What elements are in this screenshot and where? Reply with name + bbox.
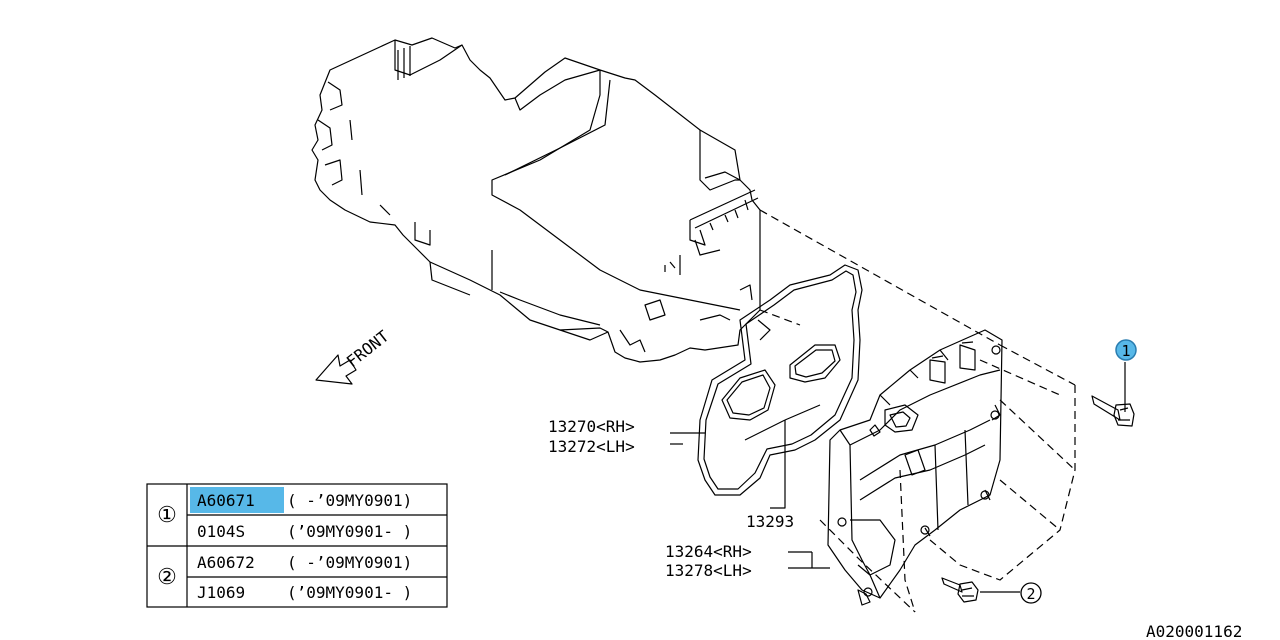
bolt-1-icon [1091,395,1135,427]
valve-cover [827,329,1003,606]
front-label: FRONT [343,326,393,371]
table-row-range: (’09MY0901- ) [287,583,412,602]
part-label-13270[interactable]: 13270<RH> [548,417,635,436]
table-row-range: ( -’09MY0901) [287,491,412,510]
ref-2-callout[interactable] [1020,582,1042,604]
part-label-13293[interactable]: 13293 [746,512,794,531]
ref-2-callout-label: 2 [1026,585,1035,603]
part-label-13278[interactable]: 13278<LH> [665,561,752,580]
valve-cover-gasket [697,264,863,496]
table-row-part[interactable]: A60671 [197,491,255,510]
alignment-lines [759,209,1076,613]
diagram-id: A020001162 [1146,622,1242,640]
front-arrow [315,354,357,385]
table-row-part[interactable]: J1069 [197,583,245,602]
engine-block [311,37,761,363]
bolt-2-icon [941,577,979,603]
ref-1-callout-label: 1 [1121,342,1130,360]
table-row-part[interactable]: A60672 [197,553,255,572]
part-label-13264[interactable]: 13264<RH> [665,542,752,561]
table-row-range: ( -’09MY0901) [287,553,412,572]
row-highlight [190,487,284,513]
table-ref-2: ② [157,565,177,590]
leader-lines [670,362,1126,593]
ref-1-callout[interactable] [1115,339,1137,361]
parts-table: ① ② A60671 ( -’09MY0901) 0104S (’09MY090… [146,483,448,608]
table-row-part[interactable]: 0104S [197,522,245,541]
table-row-range: (’09MY0901- ) [287,522,412,541]
table-ref-1: ① [157,503,177,528]
part-label-13272[interactable]: 13272<LH> [548,437,635,456]
